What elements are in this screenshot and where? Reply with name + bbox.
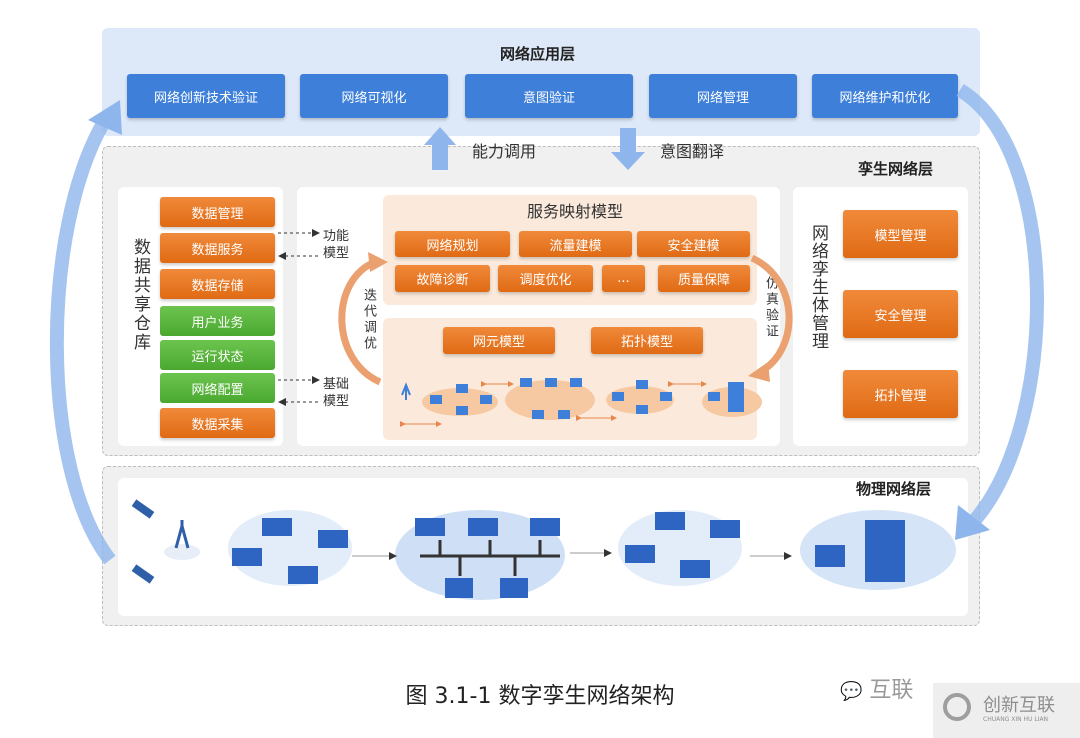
brand-name: 创新互联 bbox=[983, 695, 1055, 716]
left-cycle-arrowhead bbox=[88, 100, 122, 135]
repo-item: 网络配置 bbox=[160, 373, 275, 403]
antenna-icon bbox=[164, 520, 200, 560]
wechat-icon: 💬 bbox=[840, 681, 863, 702]
base-model-item: 网元模型 bbox=[443, 327, 555, 354]
service-item: 故障诊断 bbox=[395, 265, 490, 292]
mini-network-icons bbox=[400, 378, 762, 427]
twin-layer-title: 孪生网络层 bbox=[858, 160, 934, 178]
app-layer-title: 网络应用层 bbox=[500, 45, 576, 63]
app-item: 网络管理 bbox=[649, 74, 797, 118]
app-item: 网络创新技术验证 bbox=[127, 74, 285, 118]
repo-item: 数据管理 bbox=[160, 197, 275, 227]
iterate-label: 迭代调优 bbox=[361, 288, 376, 352]
down-arrow bbox=[611, 128, 645, 170]
app-item: 网络可视化 bbox=[300, 74, 448, 118]
twin-mgmt-item: 模型管理 bbox=[843, 210, 958, 258]
physical-network-icons bbox=[131, 499, 956, 600]
base-model-item: 拓扑模型 bbox=[591, 327, 703, 354]
left-cycle-arrow bbox=[49, 116, 116, 565]
brand-logo-icon bbox=[943, 693, 971, 721]
right-cycle-arrowhead bbox=[955, 505, 990, 540]
repository-title: 数据共享仓库 bbox=[130, 238, 150, 352]
app-item: 意图验证 bbox=[465, 74, 633, 118]
service-item: ... bbox=[602, 265, 645, 292]
repo-item: 数据服务 bbox=[160, 233, 275, 263]
wechat-watermark: 💬 互联 bbox=[840, 672, 913, 704]
service-item: 调度优化 bbox=[498, 265, 593, 292]
brand-watermark: 创新互联 CHUANG XIN HU LIAN bbox=[933, 683, 1080, 738]
service-item: 网络规划 bbox=[395, 231, 510, 257]
brand-subtitle: CHUANG XIN HU LIAN bbox=[983, 716, 1049, 723]
wechat-watermark-text: 互联 bbox=[869, 678, 914, 703]
simulate-label: 仿真验证 bbox=[763, 276, 778, 340]
up-arrow bbox=[424, 127, 456, 170]
figure-caption: 图 3.1-1 数字孪生网络架构 bbox=[405, 684, 675, 709]
service-model-title: 服务映射模型 bbox=[527, 202, 624, 221]
functional-model-label: 功能 模型 bbox=[323, 229, 350, 261]
app-item: 网络维护和优化 bbox=[812, 74, 958, 118]
repo-item: 用户业务 bbox=[160, 306, 275, 336]
flow-down-label: 意图翻译 bbox=[660, 142, 725, 161]
satellite-icon bbox=[131, 499, 155, 584]
repo-item: 数据采集 bbox=[160, 408, 275, 438]
repo-item: 数据存储 bbox=[160, 269, 275, 299]
twin-mgmt-item: 拓扑管理 bbox=[843, 370, 958, 418]
right-cycle-arrow bbox=[956, 84, 1044, 525]
repo-item: 运行状态 bbox=[160, 340, 275, 370]
simulate-arrow bbox=[750, 254, 793, 376]
service-item: 安全建模 bbox=[637, 231, 750, 257]
twin-mgmt-item: 安全管理 bbox=[843, 290, 958, 338]
physical-layer-title: 物理网络层 bbox=[856, 480, 932, 498]
iterate-arrow bbox=[338, 258, 382, 386]
flow-up-label: 能力调用 bbox=[472, 142, 537, 161]
service-item: 流量建模 bbox=[519, 231, 632, 257]
service-item: 质量保障 bbox=[658, 265, 750, 292]
twin-mgmt-title: 网络孪生体管理 bbox=[808, 224, 828, 350]
basic-model-label: 基础 模型 bbox=[323, 377, 350, 409]
